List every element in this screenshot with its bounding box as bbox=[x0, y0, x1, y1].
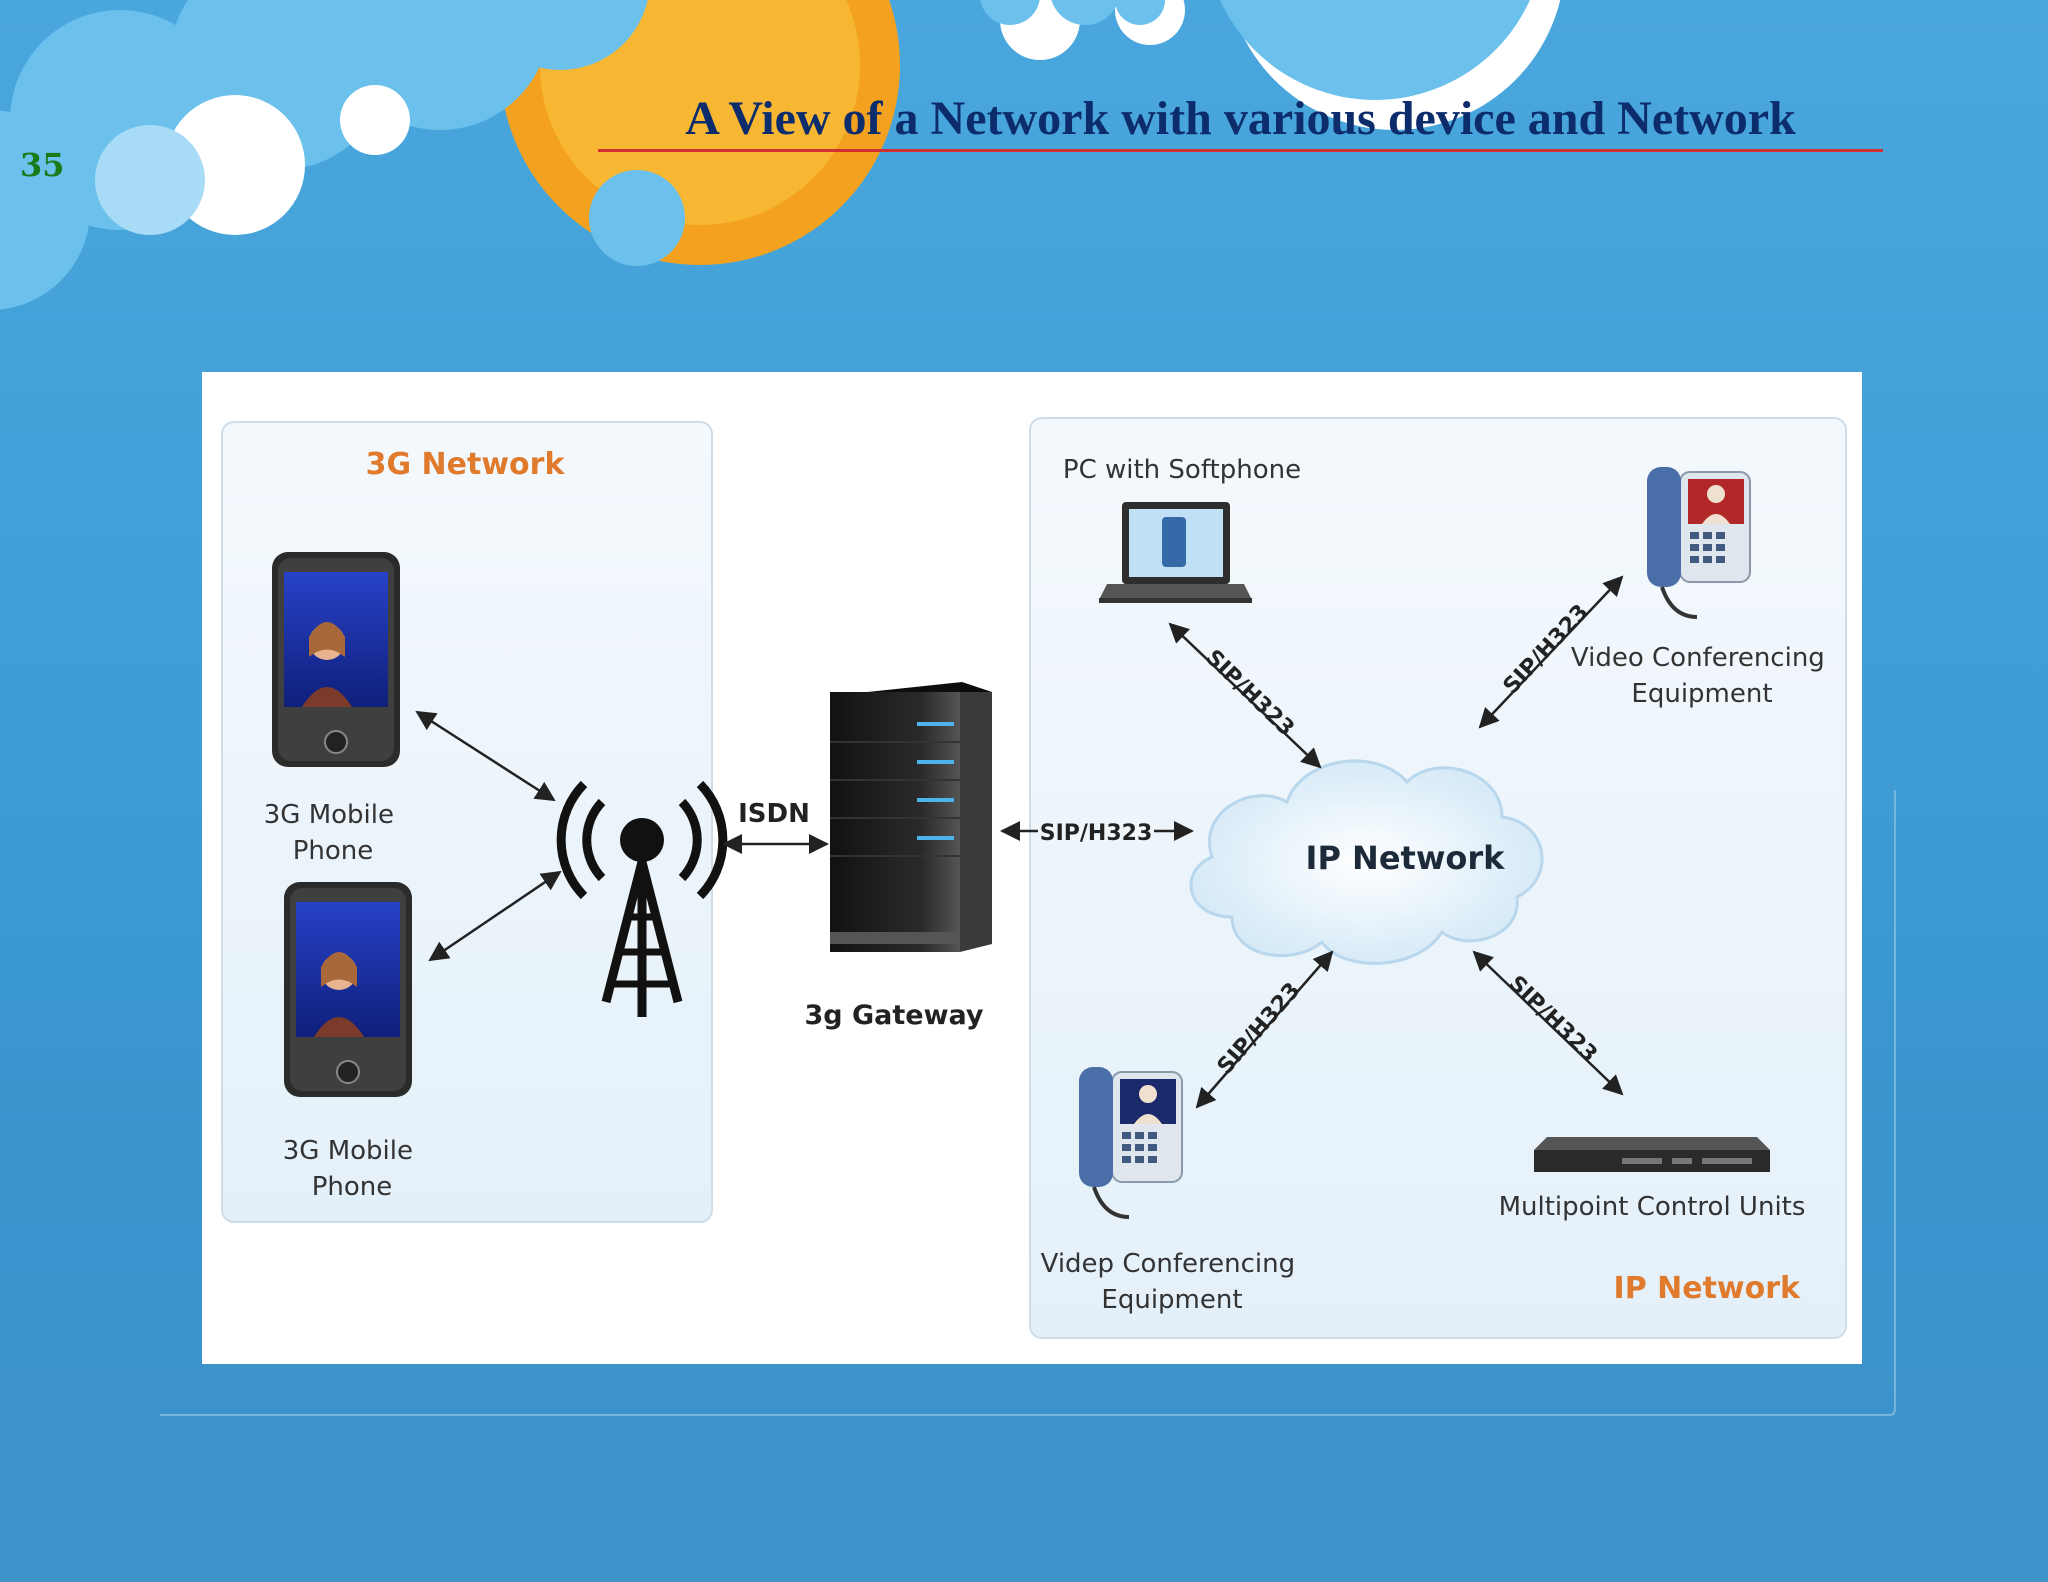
vc-bottom-label-line2: Equipment bbox=[1101, 1285, 1242, 1315]
phone1-label: 3G Mobile Phone bbox=[264, 800, 403, 866]
phone2-label-line1: 3G Mobile bbox=[283, 1136, 413, 1166]
video-phone-icon bbox=[1079, 1067, 1183, 1219]
phone1-label-line1: 3G Mobile bbox=[264, 800, 394, 830]
phone2-label: 3G Mobile Phone bbox=[283, 1136, 422, 1202]
video-phone-icon bbox=[1647, 467, 1751, 619]
phone2-label-line2: Phone bbox=[312, 1172, 393, 1202]
phone1-tower-link bbox=[415, 710, 556, 802]
ip-cloud-label: IP Network bbox=[1306, 839, 1506, 877]
vc-top-label-line2: Equipment bbox=[1631, 679, 1772, 709]
mcu-device-icon bbox=[1534, 1137, 1770, 1172]
vc-top-label-line1: Video Conferencing bbox=[1571, 643, 1825, 673]
pc-cloud-link bbox=[1168, 622, 1322, 769]
pc-label: PC with Softphone bbox=[1063, 455, 1301, 485]
phone1-label-line2: Phone bbox=[293, 836, 374, 866]
vctop-cloud-link bbox=[1478, 575, 1624, 729]
vcbottom-cloud-link bbox=[1195, 950, 1334, 1109]
phone2-tower-link bbox=[428, 870, 562, 962]
network-diagram: 3G Network IP Network 3G Mobile Phone bbox=[202, 372, 1862, 1364]
vc-bottom-label: Videp Conferencing Equipment bbox=[1041, 1249, 1304, 1315]
gateway-label: 3g Gateway bbox=[804, 1000, 983, 1031]
gw-cloud-link-label: SIP/H323 bbox=[1040, 821, 1153, 846]
mobile-phone-icon bbox=[272, 552, 400, 767]
slide-number: 35 bbox=[20, 146, 65, 184]
link-label-bg bbox=[1038, 818, 1154, 844]
laptop-softphone-icon bbox=[1099, 502, 1252, 603]
gateway-server-icon bbox=[830, 682, 992, 952]
mcu-label: Multipoint Control Units bbox=[1499, 1192, 1806, 1222]
isdn-label: ISDN bbox=[738, 799, 810, 829]
ip-network-title: IP Network bbox=[1614, 1271, 1802, 1306]
ip-cloud-icon bbox=[1189, 759, 1544, 965]
mobile-phone-icon bbox=[284, 882, 412, 1097]
mcu-cloud-link bbox=[1472, 950, 1624, 1096]
cell-tower-icon bbox=[556, 780, 728, 1017]
vc-bottom-label-line1: Videp Conferencing bbox=[1041, 1249, 1296, 1279]
3g-network-title: 3G Network bbox=[366, 447, 566, 482]
slide-title: A View of a Network with various device … bbox=[598, 86, 1883, 152]
